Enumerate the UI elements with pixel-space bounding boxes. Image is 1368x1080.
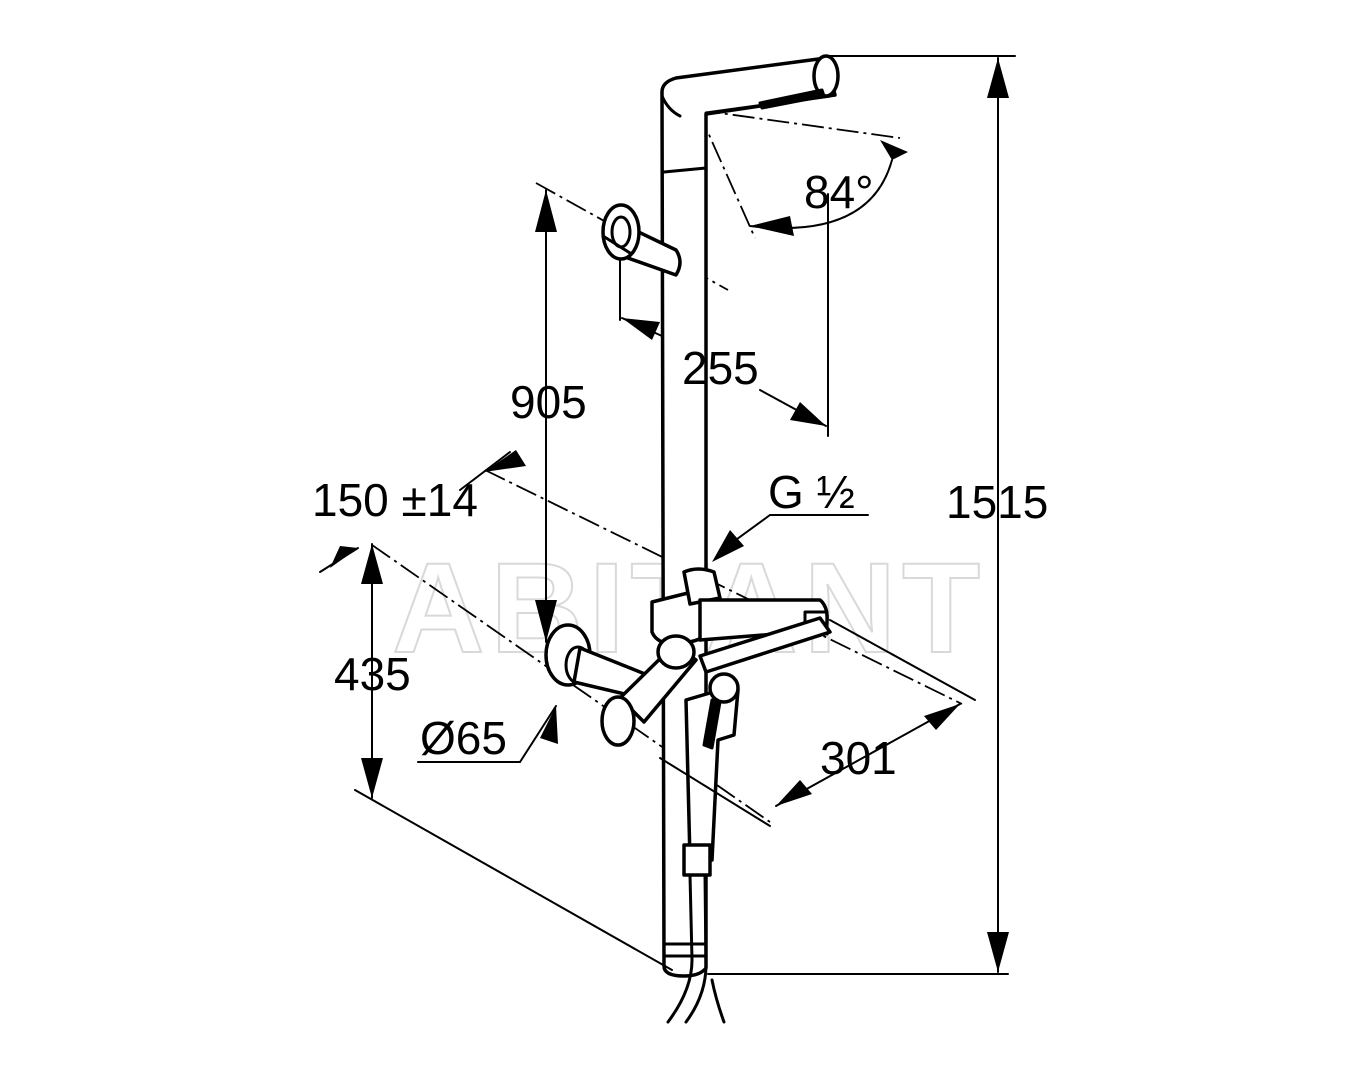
mixer-height-label: 435 xyxy=(334,648,411,700)
mixer-depth-label: 301 xyxy=(820,732,897,784)
mixer-assembly xyxy=(544,567,832,1024)
bracket-spacing-label: 905 xyxy=(510,376,587,428)
escutcheon-diameter-label: Ø65 xyxy=(420,712,507,764)
dimension-labels: 1515 84° 255 905 150 ±14 G ½ 435 Ø65 301 xyxy=(312,166,1048,784)
spray-angle-label: 84° xyxy=(804,166,874,218)
upper-wall-bracket xyxy=(601,203,682,277)
total-height-label: 1515 xyxy=(946,476,1048,528)
wall-offset-label: 150 ±14 xyxy=(312,474,478,526)
head-reach-label: 255 xyxy=(682,342,759,394)
dimension-arrowheads xyxy=(330,58,1009,972)
overhead-shower-arm xyxy=(704,54,840,115)
connection-thread-label: G ½ xyxy=(768,466,855,518)
